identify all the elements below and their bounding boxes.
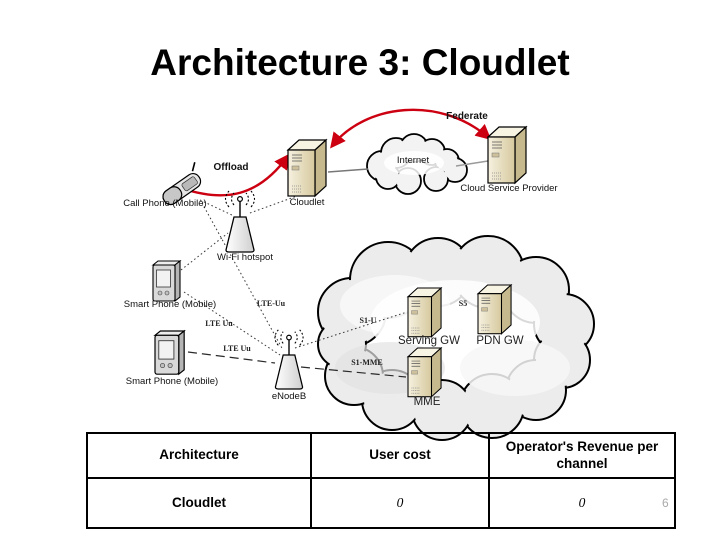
serving-gw-label: Serving GW bbox=[398, 335, 460, 347]
offload-label: Offload bbox=[213, 162, 249, 173]
link-enodeb-servinggw bbox=[294, 311, 408, 349]
header-operators-revenue: Operator's Revenue per channel bbox=[488, 432, 676, 479]
s1-u-label: S1-U bbox=[359, 316, 377, 325]
pdn-gw-server-icon bbox=[477, 284, 512, 335]
smart-phone-1-label: Smart Phone (Mobile) bbox=[123, 299, 217, 310]
call-phone-label: Call Phone (Mobile) bbox=[123, 198, 207, 209]
cell-phone-icon bbox=[162, 162, 202, 206]
header-architecture: Architecture bbox=[86, 432, 312, 479]
mme-label: MME bbox=[413, 396, 441, 408]
link-enodeb-mme bbox=[300, 366, 407, 378]
slide-title: Architecture 3: Cloudlet bbox=[150, 42, 570, 83]
internet-label: Internet bbox=[396, 155, 430, 166]
wifi-hotspot-label: Wi-Fi hotspot bbox=[217, 252, 273, 263]
link-cloudlet-internet bbox=[327, 168, 369, 173]
s5-label: S5 bbox=[458, 299, 468, 308]
link-internet-csp bbox=[455, 160, 489, 167]
page-number: 6 bbox=[662, 496, 669, 510]
header-user-cost: User cost bbox=[310, 432, 490, 479]
lte-uu-label-3: LTE Uu bbox=[223, 344, 251, 353]
federate-label: Federate bbox=[446, 111, 488, 122]
csp-server-icon bbox=[487, 126, 527, 184]
s1-mme-label: S1-MME bbox=[351, 358, 383, 367]
cell-user-cost: 0 bbox=[310, 477, 490, 529]
smart-phone-2-icon bbox=[154, 330, 185, 375]
cell-architecture: Cloudlet bbox=[86, 477, 312, 529]
cloudlet-label: Cloudlet bbox=[289, 197, 325, 208]
smart-phone-1-icon bbox=[152, 260, 181, 302]
link-smartphone1-hotspot bbox=[180, 232, 229, 271]
enodeb-label: eNodeB bbox=[271, 391, 307, 402]
lte-uu-label-2: LTE Uu bbox=[205, 319, 233, 328]
link-callphone-enodeb bbox=[201, 202, 284, 351]
table-row: Cloudlet 0 0 bbox=[86, 477, 676, 529]
table-header-row: Architecture User cost Operator's Revenu… bbox=[86, 432, 676, 479]
link-smartphone2-enodeb bbox=[187, 351, 276, 364]
lte-uu-label-1: LTE-Uu bbox=[256, 299, 286, 308]
serving-gw-server-icon bbox=[407, 287, 442, 338]
pdn-gw-label: PDN GW bbox=[476, 335, 524, 347]
smart-phone-2-label: Smart Phone (Mobile) bbox=[125, 376, 219, 387]
cloud-service-provider-label: Cloud Service Provider bbox=[460, 183, 558, 194]
mme-server-icon bbox=[407, 347, 442, 398]
federate-arrow bbox=[330, 108, 492, 149]
enodeb-antenna-icon bbox=[274, 329, 304, 390]
cell-operators-revenue: 0 bbox=[488, 477, 676, 529]
wifi-hotspot-antenna-icon bbox=[224, 190, 256, 253]
offload-arrow bbox=[183, 153, 290, 197]
cloudlet-server-icon bbox=[287, 139, 327, 197]
results-table: Architecture User cost Operator's Revenu… bbox=[86, 432, 676, 529]
